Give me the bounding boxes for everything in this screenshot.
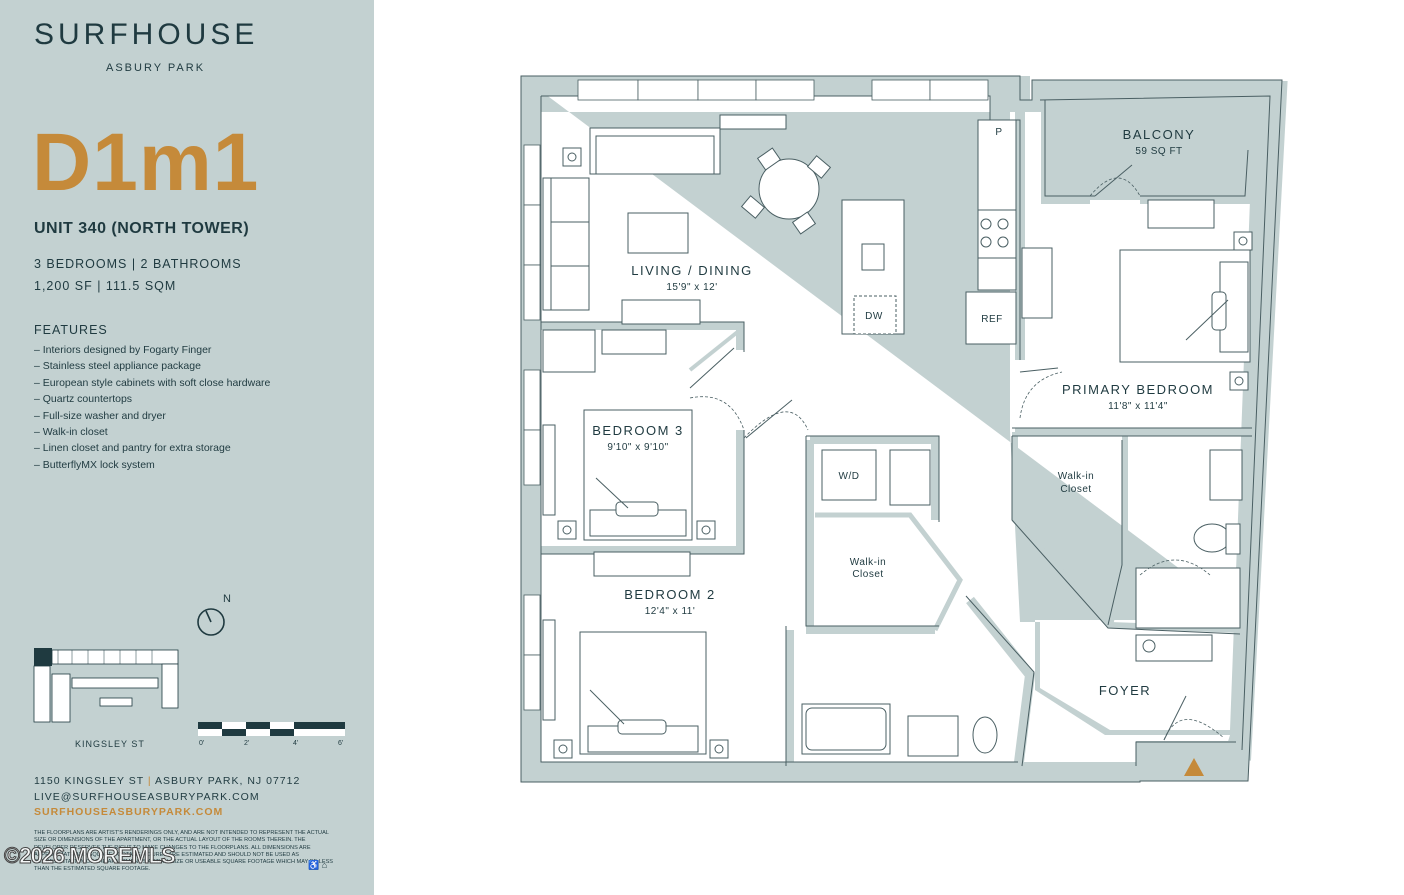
feature-item: – Stainless steel appliance package bbox=[34, 360, 201, 373]
pantry-label: P bbox=[995, 127, 1002, 138]
watermark: ©2026 MOREMLS bbox=[4, 843, 177, 869]
feature-item: – Interiors designed by Fogarty Finger bbox=[34, 344, 212, 356]
scale-label: 0' bbox=[199, 740, 205, 747]
walkin-closet-primary-label: Walk-in bbox=[1058, 471, 1094, 482]
feature-item: – ButterflyMX lock system bbox=[34, 458, 155, 471]
room-dim-living: 15'9" x 12' bbox=[666, 282, 717, 293]
email-link[interactable]: LIVE@SURFHOUSEASBURYPARK.COM bbox=[34, 791, 260, 803]
street-address: 1150 KINGSLEY ST bbox=[34, 775, 144, 787]
address-line: 1150 KINGSLEY ST | ASBURY PARK, NJ 07712 bbox=[34, 775, 300, 787]
entry-marker-icon bbox=[1184, 758, 1204, 776]
room-dim-primary: 11'8" x 11'4" bbox=[1108, 401, 1168, 412]
refrigerator-label: REF bbox=[981, 314, 1003, 325]
walkin-closet-label: Closet bbox=[852, 569, 883, 580]
north-label: N bbox=[223, 593, 231, 605]
unit-label: UNIT 340 (NORTH TOWER) bbox=[34, 220, 250, 237]
room-dim-bedroom3: 9'10" x 9'10" bbox=[607, 442, 668, 453]
address-separator: | bbox=[147, 775, 152, 787]
walkin-closet-label: Walk-in bbox=[850, 557, 886, 568]
feature-item: – Linen closet and pantry for extra stor… bbox=[34, 442, 231, 455]
brand-name: SURFHOUSE bbox=[34, 18, 259, 51]
room-label-primary: PRIMARY BEDROOM bbox=[1062, 382, 1214, 397]
scale-bar-icon bbox=[198, 722, 345, 736]
room-label-balcony: BALCONY bbox=[1123, 127, 1196, 142]
room-label-bedroom3: BEDROOM 3 bbox=[592, 423, 684, 438]
feature-item: – Quartz countertops bbox=[34, 393, 133, 406]
windows bbox=[523, 79, 989, 711]
feature-item: – Walk-in closet bbox=[34, 425, 108, 438]
scale-label: 6' bbox=[338, 740, 344, 747]
walkin-closet-primary-label: Closet bbox=[1060, 484, 1091, 495]
feature-item: – Full-size washer and dryer bbox=[34, 409, 166, 422]
floor-plan: BALCONY 59 SQ FT LIVING / DINING 15'9" x… bbox=[520, 75, 1288, 783]
website-link[interactable]: SURFHOUSEASBURYPARK.COM bbox=[34, 806, 224, 818]
room-label-bedroom2: BEDROOM 2 bbox=[624, 587, 716, 602]
wall-outlines bbox=[520, 75, 1283, 783]
features-heading: FEATURES bbox=[34, 323, 108, 337]
room-area-balcony: 59 SQ FT bbox=[1135, 146, 1182, 157]
disclaimer-text: THE FLOORPLANS ARE ARTIST'S RENDERINGS O… bbox=[34, 830, 334, 873]
scale-label: 2' bbox=[244, 740, 250, 747]
feature-item: – European style cabinets with soft clos… bbox=[34, 376, 271, 389]
city-address: ASBURY PARK, NJ 07712 bbox=[154, 775, 301, 787]
north-compass-icon: N bbox=[197, 593, 231, 636]
brand-location: ASBURY PARK bbox=[106, 62, 206, 74]
sidebar-panel: SURFHOUSE ASBURY PARK D1m1 UNIT 340 (NOR… bbox=[0, 0, 374, 895]
door-leaves bbox=[589, 164, 1229, 741]
room-label-living: LIVING / DINING bbox=[631, 263, 752, 278]
size-label: 1,200 SF | 111.5 SQM bbox=[34, 279, 177, 293]
accessibility-icons: ♿ ⌂ bbox=[308, 860, 328, 870]
furniture bbox=[542, 114, 1251, 757]
bedbath-label: 3 BEDROOMS | 2 BATHROOMS bbox=[34, 257, 242, 271]
outlet-markers bbox=[553, 147, 1253, 759]
street-label: KINGSLEY ST bbox=[75, 739, 145, 749]
dishwasher-label: DW bbox=[865, 311, 883, 322]
features-list: – Interiors designed by Fogarty Finger –… bbox=[34, 344, 270, 475]
washer-dryer-label: W/D bbox=[839, 471, 860, 482]
room-label-foyer: FOYER bbox=[1099, 683, 1151, 698]
room-dim-bedroom2: 12'4" x 11' bbox=[645, 606, 696, 617]
plan-code: D1m1 bbox=[32, 117, 260, 208]
scale-label: 4' bbox=[293, 740, 299, 747]
site-map-icon bbox=[33, 648, 179, 723]
